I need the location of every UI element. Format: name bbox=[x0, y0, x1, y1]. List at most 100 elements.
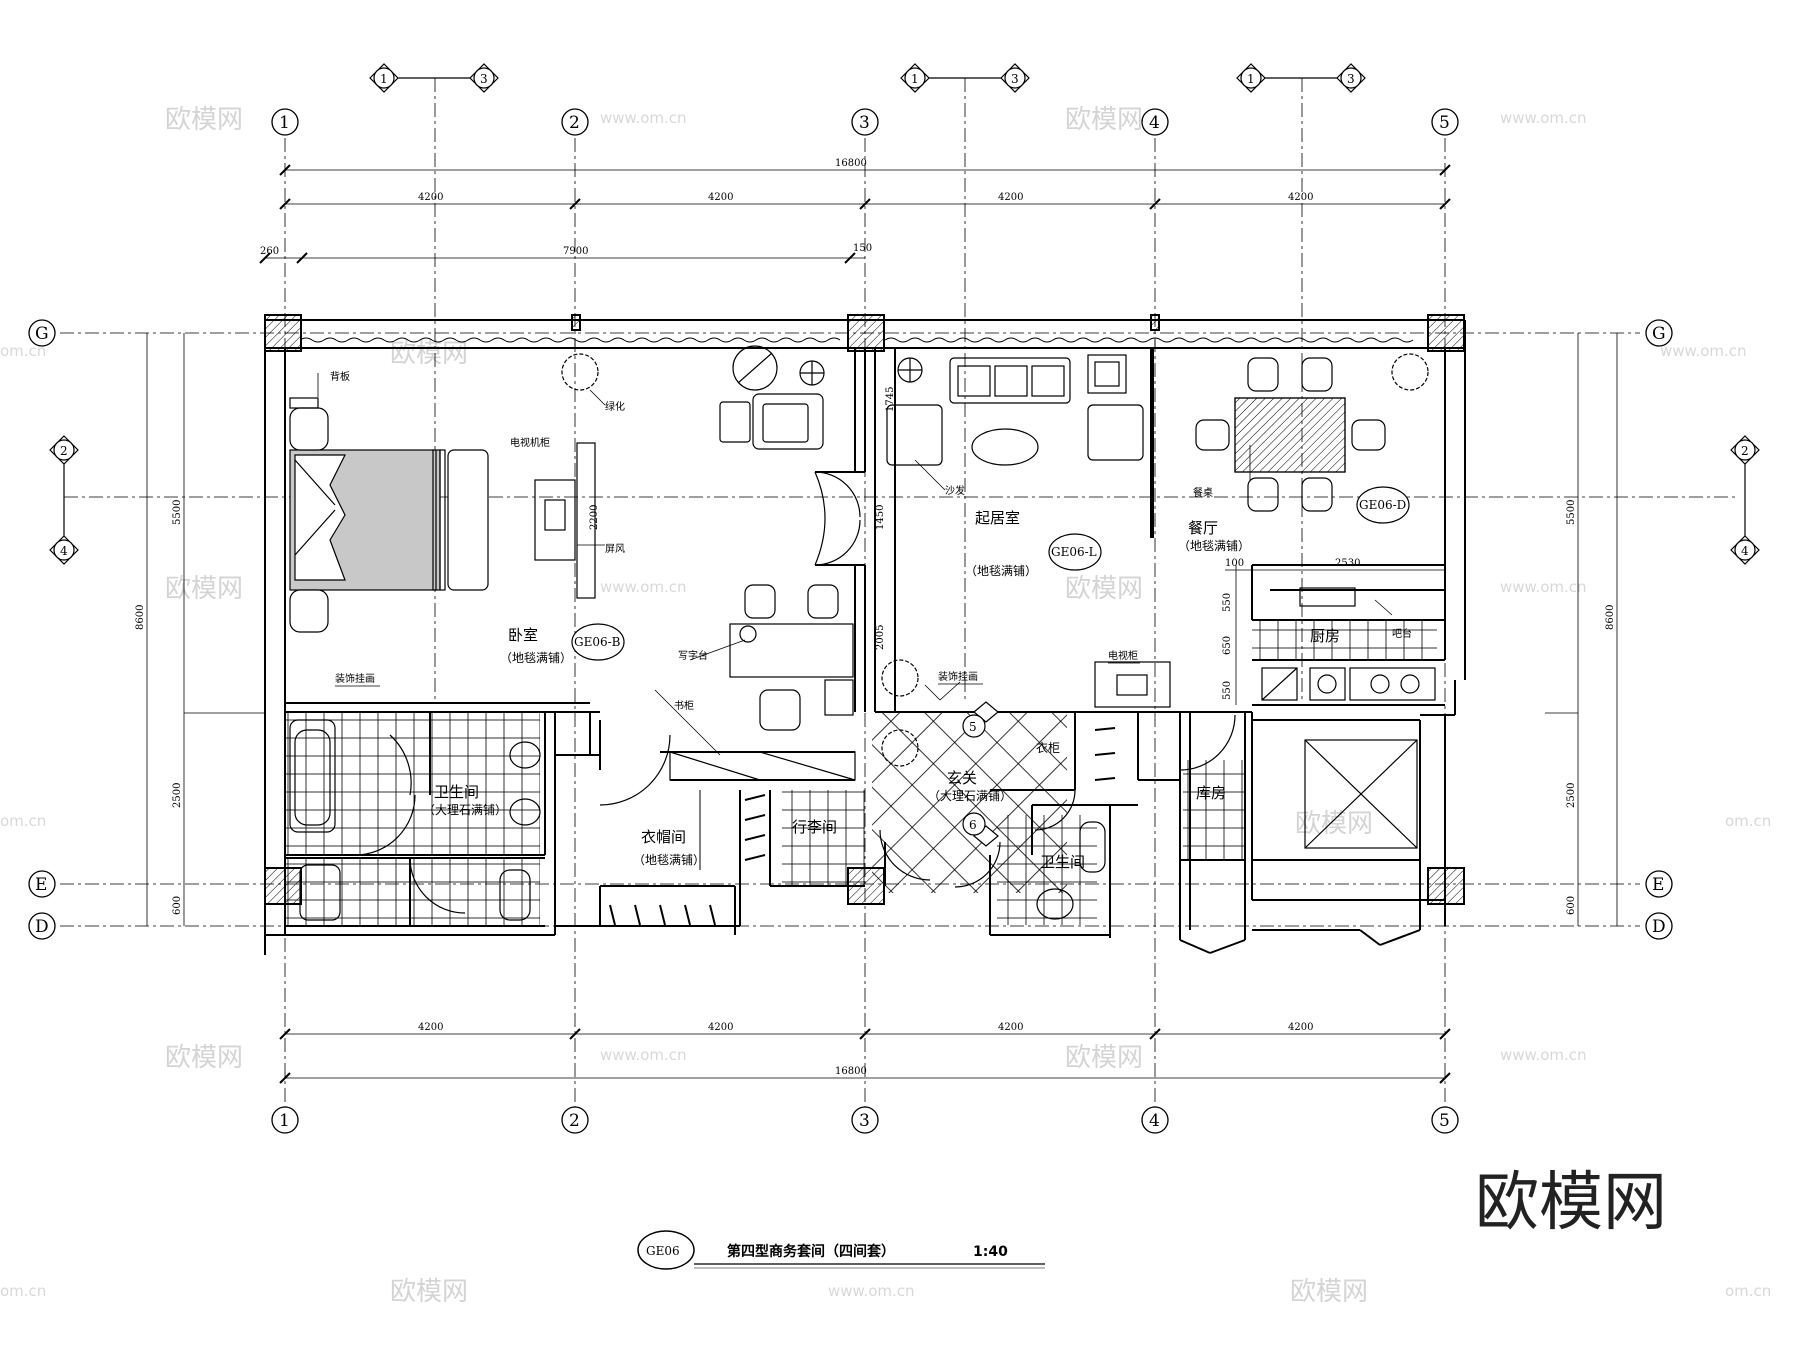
watermark-url: www.om.cn bbox=[1500, 1046, 1587, 1064]
watermark-brand: 欧模网 bbox=[165, 105, 243, 135]
dim-bay: 4200 bbox=[708, 192, 733, 203]
label-bookcase: 书柜 bbox=[674, 699, 694, 712]
split-marker-3: 3 bbox=[1011, 72, 1019, 86]
section-marker-5: 5 bbox=[969, 720, 977, 734]
dim-bay: 4200 bbox=[998, 192, 1023, 203]
axis-col-4: 4 bbox=[1149, 113, 1160, 133]
curtains bbox=[299, 337, 1414, 348]
title-code: GE06 bbox=[646, 1244, 680, 1258]
label-tv-cabinet2: 电视柜 bbox=[1108, 649, 1138, 662]
dim-bay-bottom: 4200 bbox=[1288, 1022, 1313, 1033]
structural-columns bbox=[264, 314, 1465, 905]
watermark-url: www.om.cn bbox=[1660, 342, 1747, 360]
dim-total-bottom: 16800 bbox=[835, 1066, 867, 1077]
room-bath1-floor: （大理石满铺） bbox=[423, 803, 507, 817]
watermark-brand: 欧模网 bbox=[165, 1043, 243, 1073]
dim-side-2500: 2500 bbox=[172, 783, 183, 808]
label-greenery: 绿化 bbox=[605, 400, 625, 413]
axis-row-g: G bbox=[1652, 324, 1666, 344]
axis-col-2: 2 bbox=[569, 113, 580, 133]
dim-side-600: 600 bbox=[1566, 896, 1577, 915]
axis-row-g: G bbox=[35, 324, 49, 344]
split-marker-1: 1 bbox=[1247, 72, 1255, 86]
room-dining: 餐厅 bbox=[1188, 519, 1218, 537]
room-foyer-floor: （大理石满铺） bbox=[928, 789, 1012, 803]
dim-side-2500: 2500 bbox=[1566, 783, 1577, 808]
axis-row-d: D bbox=[1652, 917, 1666, 937]
dim-bay-bottom: 4200 bbox=[418, 1022, 443, 1033]
living-tag: GE06-L bbox=[1051, 545, 1097, 559]
dim-1450: 1450 bbox=[875, 505, 886, 530]
label-desk: 写字台 bbox=[678, 649, 708, 662]
split-marker-3: 3 bbox=[480, 72, 488, 86]
label-tv-cabinet: 电视机柜 bbox=[510, 436, 550, 449]
axis-col-5: 5 bbox=[1439, 1111, 1450, 1131]
axis-col-1: 1 bbox=[279, 113, 290, 133]
room-kitchen: 厨房 bbox=[1310, 627, 1340, 645]
room-closet: 衣帽间 bbox=[641, 828, 686, 846]
watermark-brand: 欧模网 bbox=[1295, 809, 1373, 839]
watermark-url: www.om.cn bbox=[600, 1046, 687, 1064]
dim-1745: 1745 bbox=[885, 387, 896, 412]
dim-2005: 2005 bbox=[875, 625, 886, 650]
watermark-url: www.om.cn bbox=[1500, 578, 1587, 596]
dim-total-top: 16800 bbox=[835, 158, 867, 169]
label-dining-table: 餐桌 bbox=[1193, 486, 1213, 499]
drawing-title: 第四型商务套间（四间套） bbox=[727, 1243, 895, 1260]
axis-col-3: 3 bbox=[859, 113, 870, 133]
room-wardrobe: 衣柜 bbox=[1036, 740, 1060, 755]
room-bath1: 卫生间 bbox=[434, 783, 479, 801]
dim-bay: 4200 bbox=[418, 192, 443, 203]
watermark-url: www.om.cn bbox=[600, 109, 687, 127]
watermark-url: om.cn bbox=[0, 812, 46, 830]
watermark-url: om.cn bbox=[0, 342, 46, 360]
axis-col-4: 4 bbox=[1149, 1111, 1160, 1131]
watermark-url: om.cn bbox=[0, 1282, 46, 1300]
section-marker-6: 6 bbox=[969, 818, 977, 832]
room-bath2: 卫生间 bbox=[1040, 853, 1085, 871]
axis-col-2: 2 bbox=[569, 1111, 580, 1131]
bottom-dimensions bbox=[279, 1028, 1451, 1084]
watermark-brand: 欧模网 bbox=[390, 1277, 468, 1307]
title-block bbox=[637, 1230, 1045, 1270]
watermark-brand: 欧模网 bbox=[165, 574, 243, 604]
label-decor1: 装饰挂画 bbox=[335, 672, 375, 685]
dim-bay-bottom: 4200 bbox=[998, 1022, 1023, 1033]
label-bar: 吧台 bbox=[1392, 627, 1412, 640]
dim-260: 260 bbox=[260, 246, 279, 257]
axis-row-e: E bbox=[35, 875, 47, 895]
split-markers bbox=[49, 63, 1760, 565]
bedroom-tag: GE06-B bbox=[574, 635, 621, 649]
split-marker-3: 3 bbox=[1347, 72, 1355, 86]
label-decor2: 装饰挂画 bbox=[938, 670, 978, 683]
side-dimensions bbox=[146, 333, 1618, 926]
brand-watermark: 欧模网 bbox=[1475, 1166, 1667, 1240]
dim-side-5500: 5500 bbox=[172, 500, 183, 525]
dim-side-total: 8600 bbox=[1605, 605, 1616, 630]
dim-bay-bottom: 4200 bbox=[708, 1022, 733, 1033]
room-closet-floor: （地毯满铺） bbox=[633, 853, 705, 867]
room-foyer: 玄关 bbox=[947, 769, 977, 787]
axis-row-e: E bbox=[1652, 875, 1664, 895]
dim-side-600: 600 bbox=[172, 896, 183, 915]
split-marker-1: 1 bbox=[911, 72, 919, 86]
room-bedroom-floor: （地毯满铺） bbox=[500, 651, 572, 665]
split-marker-2: 2 bbox=[60, 444, 68, 458]
axis-col-5: 5 bbox=[1439, 113, 1450, 133]
section-markers bbox=[962, 701, 999, 847]
column-markers-top bbox=[28, 108, 1673, 1134]
watermark-url: www.om.cn bbox=[600, 578, 687, 596]
room-living: 起居室 bbox=[975, 509, 1020, 527]
drawing-scale: 1:40 bbox=[973, 1244, 1008, 1260]
dim-2530: 2530 bbox=[1335, 558, 1360, 569]
axis-row-d: D bbox=[35, 917, 49, 937]
furniture bbox=[289, 345, 1436, 926]
top-dimensions bbox=[259, 164, 1451, 264]
room-tags bbox=[571, 486, 1410, 661]
dim-100: 100 bbox=[1225, 558, 1244, 569]
label-headboard: 背板 bbox=[330, 370, 350, 383]
dim-bay: 4200 bbox=[1288, 192, 1313, 203]
split-marker-1: 1 bbox=[380, 72, 388, 86]
dim-650: 650 bbox=[1222, 636, 1233, 655]
